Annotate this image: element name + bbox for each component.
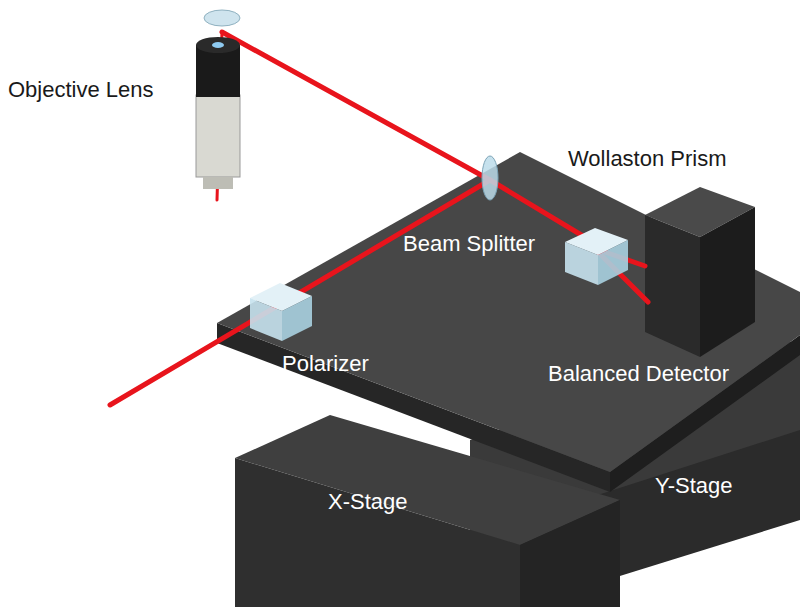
- prism-side: [700, 207, 755, 357]
- objective-tip: [203, 177, 233, 189]
- prism-front: [645, 215, 700, 357]
- cube-front: [565, 242, 598, 285]
- cube-side: [598, 240, 628, 285]
- mirror: [204, 10, 240, 26]
- part-label: Wollaston Prism: [568, 147, 727, 171]
- objective-body: [196, 95, 240, 177]
- part-label: Beam Splitter: [403, 232, 535, 256]
- x-stage-side: [520, 500, 620, 607]
- part-label: Balanced Detector: [548, 362, 729, 386]
- stage-label: X-Stage: [328, 490, 408, 514]
- polarizer-front: [250, 298, 282, 341]
- x-stage-front: [235, 458, 520, 607]
- part-label: Objective Lens: [8, 78, 154, 102]
- part-label: Polarizer: [282, 352, 369, 376]
- beam-splitter-plate: [482, 156, 498, 200]
- objective-aperture: [212, 42, 224, 48]
- objective-top: [196, 37, 240, 53]
- platform-plate: [217, 152, 800, 472]
- polarizer-side: [282, 296, 312, 341]
- stage-label: Y-Stage: [655, 474, 732, 498]
